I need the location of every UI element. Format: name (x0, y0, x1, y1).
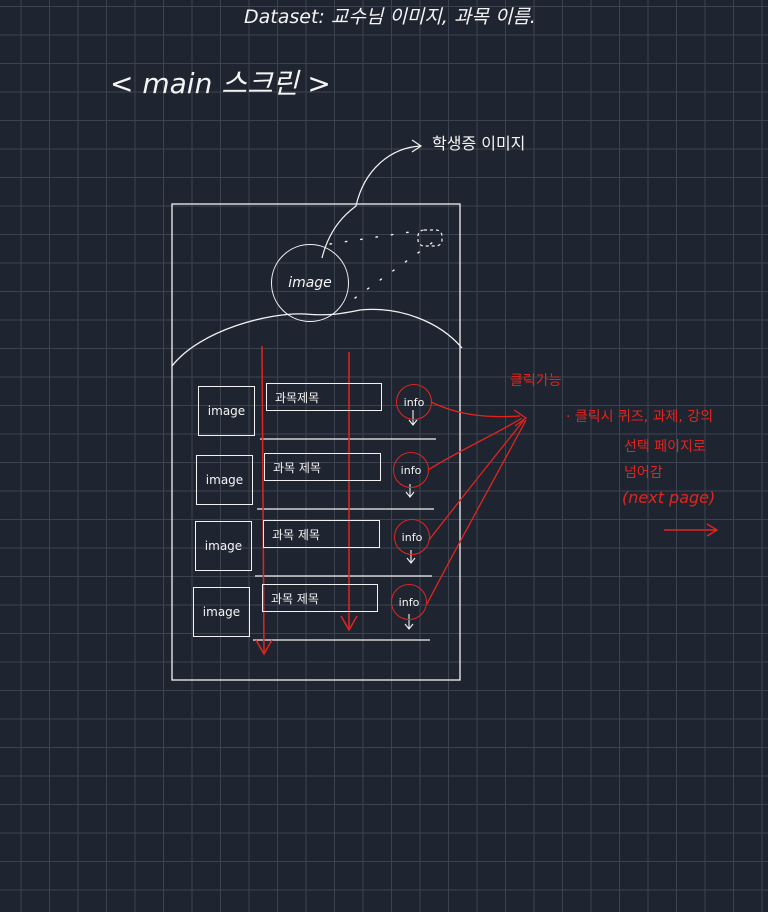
click-note-line2: 선택 페이지로 (624, 439, 706, 455)
phone-frame (171, 203, 461, 681)
course-image-label: image (202, 605, 241, 619)
info-link-curve (427, 417, 523, 471)
info-link-curve (426, 419, 527, 605)
info-label: info (403, 395, 425, 409)
course-title-text: 과목 제목 (271, 591, 319, 606)
click-note-line3: 넘어감 (624, 465, 663, 481)
info-label: info (400, 463, 422, 477)
scroll-arrow-left (261, 345, 265, 653)
info-link-curve (430, 401, 521, 418)
course-title-text: 과목 제목 (272, 527, 320, 542)
click-note-line4: (next page) (622, 488, 716, 507)
course-image: image (198, 386, 255, 436)
screen-title: < main 스크린 > (110, 67, 331, 100)
scroll-arrowhead-left (255, 639, 273, 656)
profile-image-label: image (288, 275, 332, 291)
course-title-text: 과목 제목 (273, 460, 321, 475)
info-label: info (398, 595, 420, 609)
course-image-label: image (207, 404, 246, 418)
dotted-line-top (329, 231, 411, 245)
course-image: image (193, 587, 250, 637)
info-button[interactable]: info (396, 384, 432, 420)
info-button[interactable]: info (393, 452, 429, 488)
click-note-line1: · 클릭시 퀴즈, 과제, 강의 (566, 409, 714, 425)
course-title[interactable]: 과목제목 (266, 383, 382, 411)
clickable-label: 클릭가능 (510, 373, 562, 389)
next-page-arrow (664, 523, 719, 537)
info-link-curve (428, 419, 525, 541)
info-link-arrowhead (513, 409, 528, 427)
student-image-label: 학생증 이미지 (432, 134, 526, 153)
info-button[interactable]: info (391, 584, 427, 620)
dotted-line-diagonal (354, 239, 437, 299)
course-image: image (195, 521, 252, 571)
course-image: image (196, 455, 253, 505)
dotted-box (417, 229, 443, 247)
dataset-note: Dataset: 교수님 이미지, 과목 이름. (244, 6, 536, 28)
profile-image: image (271, 244, 349, 322)
course-image-label: image (205, 473, 244, 487)
course-image-label: image (204, 539, 243, 553)
course-title[interactable]: 과목 제목 (263, 520, 380, 548)
scroll-arrowhead-right (340, 615, 358, 632)
student-image-arrow (321, 145, 421, 259)
student-image-arrowhead (411, 139, 423, 153)
info-button[interactable]: info (394, 519, 430, 555)
info-label: info (401, 530, 423, 544)
course-title[interactable]: 과목 제목 (262, 584, 378, 612)
course-title[interactable]: 과목 제목 (264, 453, 381, 481)
course-title-text: 과목제목 (275, 390, 320, 405)
